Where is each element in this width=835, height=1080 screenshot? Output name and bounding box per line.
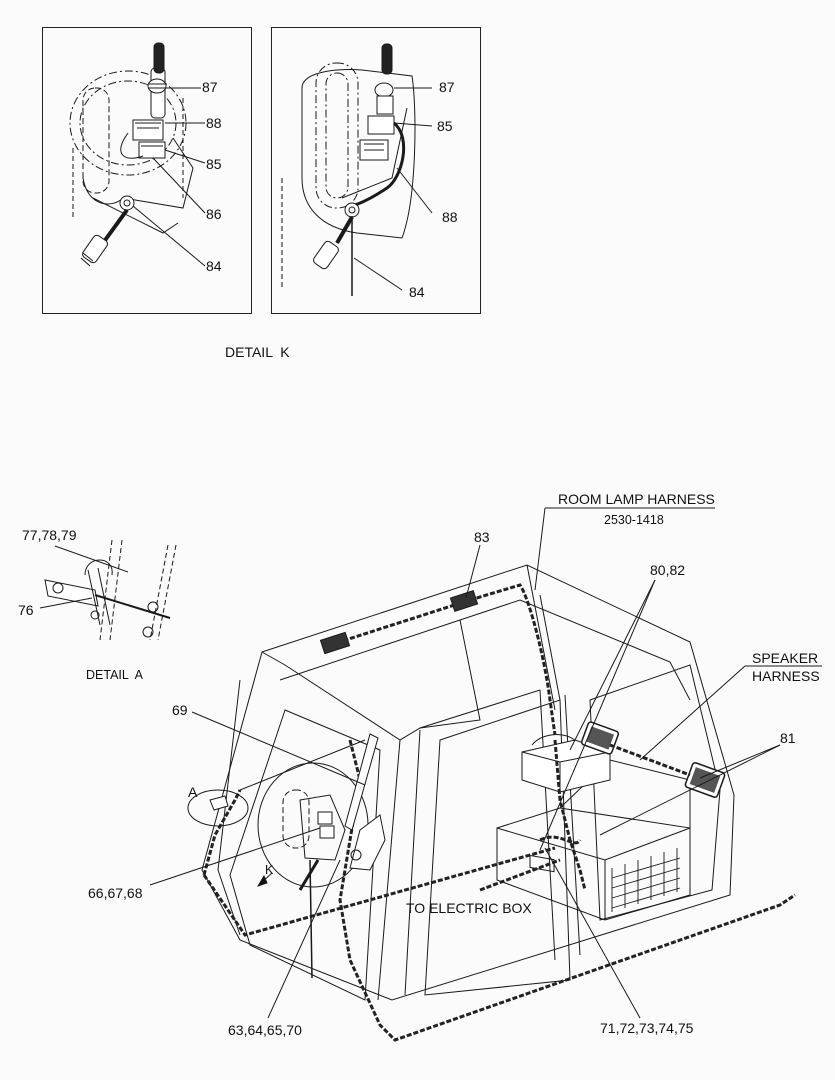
detail-k-left-panel <box>42 27 252 314</box>
speaker-harness-line1: SPEAKER <box>752 650 819 666</box>
callout-80-82: 80,82 <box>650 562 686 578</box>
detail-k-left-callout-87: 87 <box>202 79 218 95</box>
detail-k-right-drawing <box>281 43 433 296</box>
callout-66-67-68: 66,67,68 <box>88 885 143 901</box>
detail-a-callout-76: 76 <box>18 602 34 618</box>
callout-63-64-65-70: 63,64,65,70 <box>228 1022 302 1038</box>
detail-k-right-panel <box>271 27 481 314</box>
callout-71-75: 71,72,73,74,75 <box>600 1020 694 1036</box>
detail-k-left-callout-84: 84 <box>206 258 222 274</box>
view-letter-a: A <box>188 784 198 800</box>
detail-k-left-callout-85: 85 <box>206 156 222 172</box>
room-lamp-harness-label: ROOM LAMP HARNESS <box>558 491 715 507</box>
callout-81: 81 <box>780 730 796 746</box>
detail-a-title: DETAIL A <box>86 668 143 682</box>
detail-k-left-drawing <box>69 42 206 267</box>
detail-k-left-callout-86: 86 <box>206 206 222 222</box>
callout-83: 83 <box>474 529 490 545</box>
view-letter-k: K <box>265 863 274 877</box>
speaker-harness-line2: HARNESS <box>752 668 820 684</box>
detail-k-right-callout-84: 84 <box>409 284 425 300</box>
callout-69: 69 <box>172 702 188 718</box>
detail-k-title: DETAIL K <box>225 344 290 360</box>
detail-k-right-callout-88: 88 <box>442 209 458 225</box>
detail-k-right-callout-85: 85 <box>437 118 453 134</box>
detail-k-left-callout-88: 88 <box>206 115 222 131</box>
detail-k-right-callout-87: 87 <box>439 79 455 95</box>
room-lamp-harness-part-no: 2530-1418 <box>604 513 664 527</box>
detail-a-callout-77-78-79: 77,78,79 <box>22 527 77 543</box>
to-electric-box-label: TO ELECTRIC BOX <box>406 900 532 916</box>
